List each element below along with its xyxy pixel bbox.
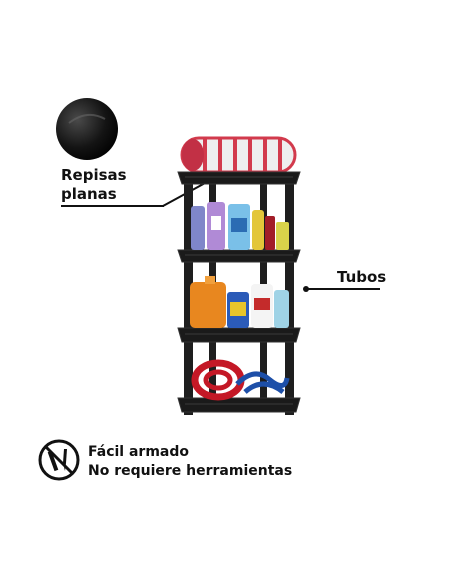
towel-roll	[180, 136, 297, 174]
assembly-line1: Fácil armado	[88, 444, 189, 460]
shelving-unit-image	[177, 136, 301, 415]
no-tools-icon	[38, 439, 80, 481]
tubes-callout-dot	[303, 286, 309, 292]
tubes-callout-line	[307, 288, 380, 290]
tubes-callout-label: Tubos	[337, 268, 387, 286]
shelves-callout-line2: planas	[61, 185, 117, 203]
assembly-note: Fácil armado No requiere herramientas	[88, 443, 292, 481]
shelves-callout-line	[61, 205, 164, 207]
assembly-line2: No requiere herramientas	[88, 463, 293, 479]
garden-hoses	[191, 359, 290, 401]
shelves-callout-label: Repisas planas	[61, 166, 127, 204]
cleaning-bottles	[191, 202, 289, 250]
shelves-callout-line1: Repisas	[61, 166, 127, 184]
shelf-texture-swatch	[56, 98, 118, 160]
detergent-jugs	[190, 276, 289, 328]
